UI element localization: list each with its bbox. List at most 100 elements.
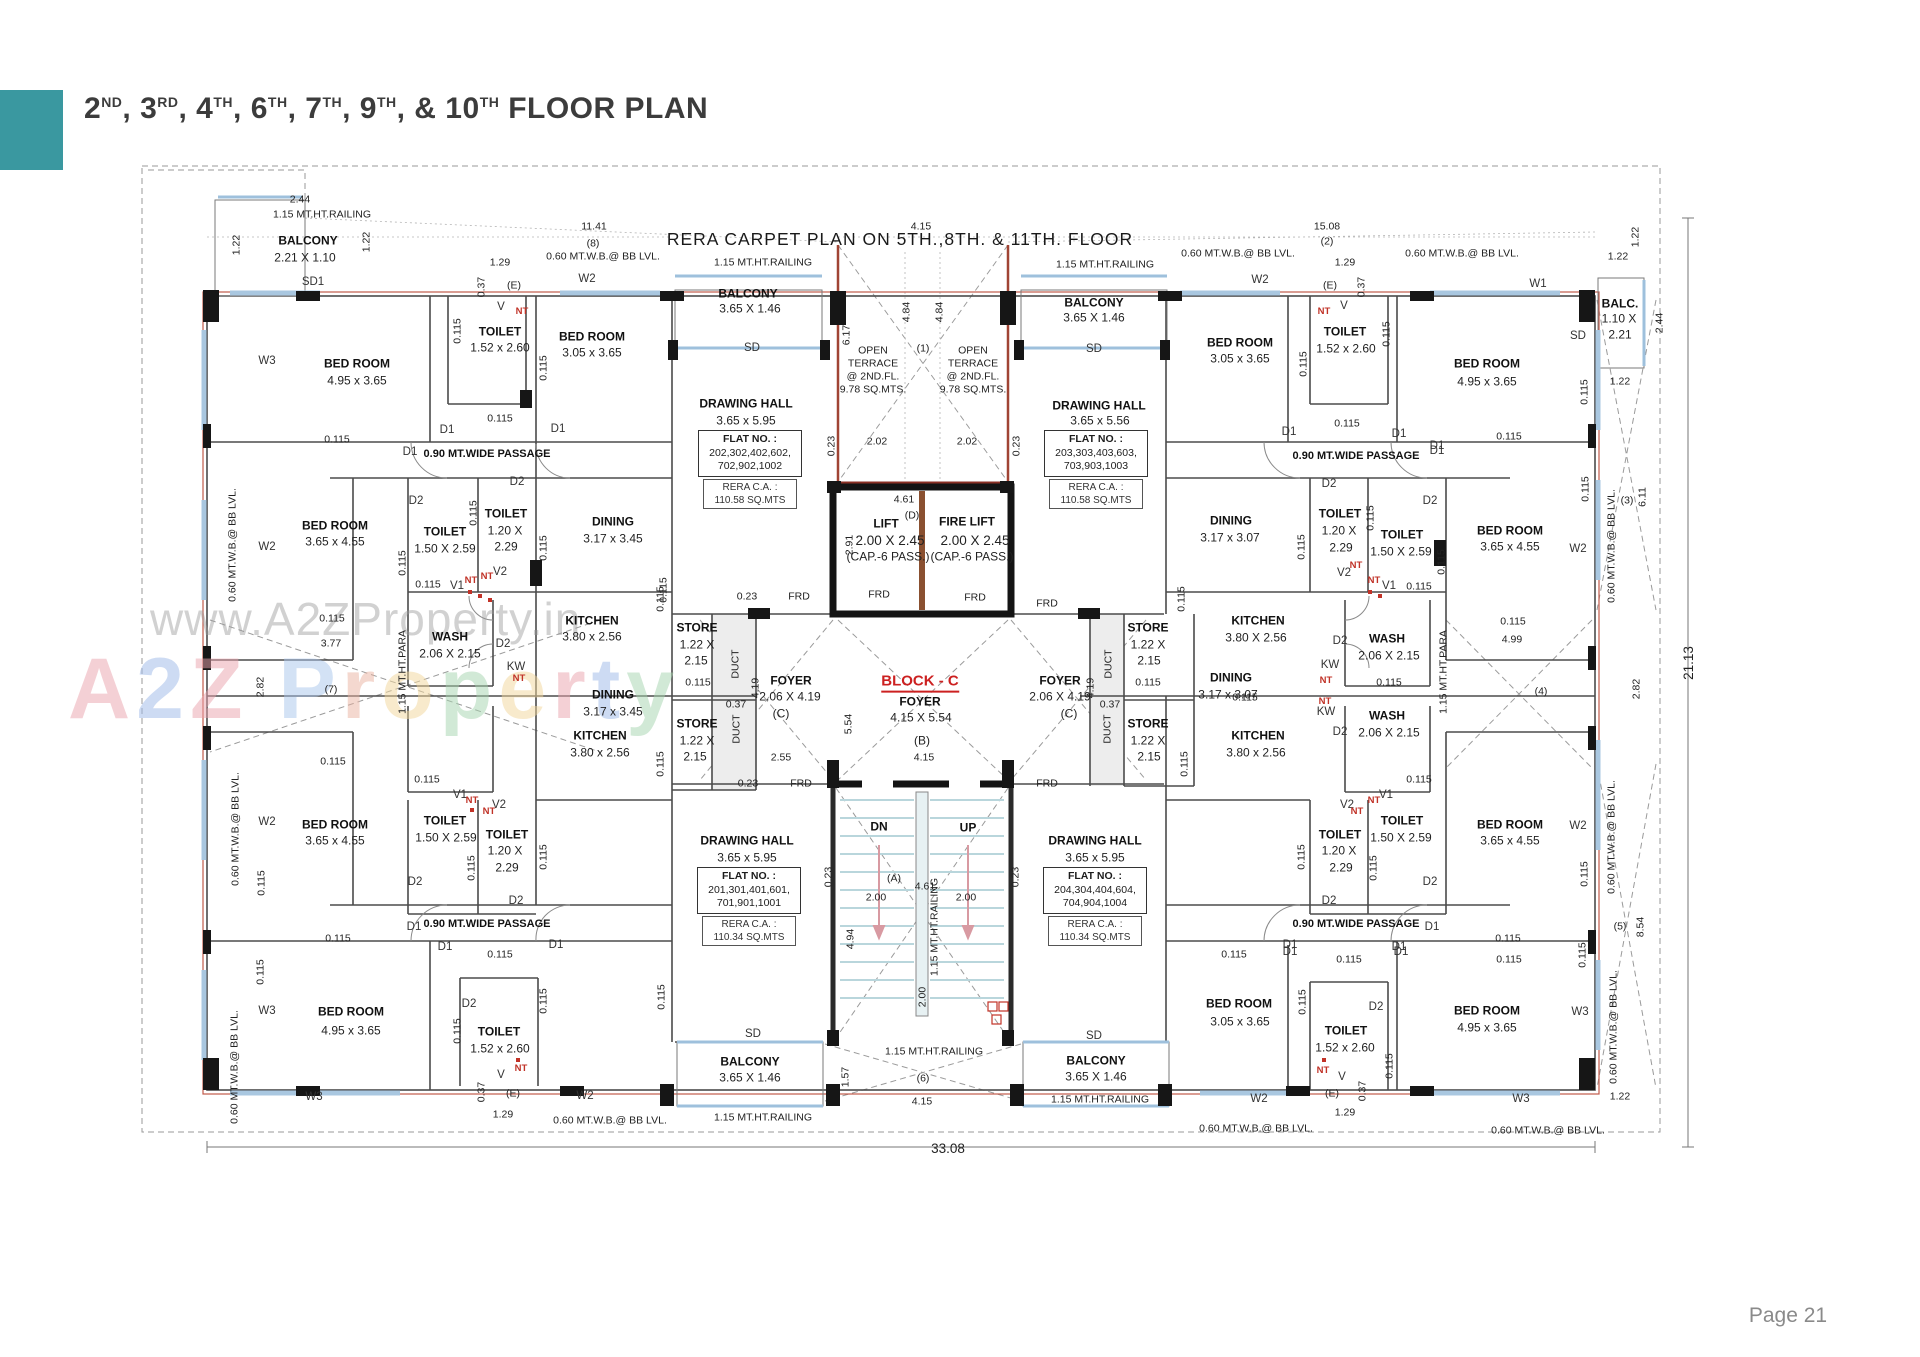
- plan-label: (2): [1320, 235, 1334, 248]
- plan-label: (B): [914, 733, 930, 748]
- plan-label: 0.115: [1383, 1053, 1396, 1079]
- watermark-letter: e: [498, 641, 553, 737]
- plan-label: 0.115: [1576, 942, 1589, 968]
- plan-label: D2: [1332, 634, 1348, 647]
- plan-label: WASH: [432, 629, 468, 644]
- plan-label: 0.60 MT.W.B.@ BB LVL.: [1605, 489, 1618, 603]
- plan-label: W3: [258, 354, 276, 367]
- plan-label: 0.115: [325, 932, 351, 945]
- plan-label: 0.115: [415, 578, 441, 591]
- plan-label: 0.115: [1495, 932, 1521, 945]
- plan-label: 3.65 X 1.46: [719, 1070, 781, 1085]
- plan-label: NT: [1367, 575, 1381, 587]
- plan-label: 3.17 x 3.45: [583, 531, 643, 546]
- plan-label: TOILET: [1318, 827, 1362, 842]
- plan-label: 2.06 X 2.15: [1358, 725, 1420, 740]
- plan-label: BED ROOM: [324, 356, 390, 371]
- plan-label: 0.90 MT.WIDE PASSAGE: [1292, 450, 1420, 463]
- plan-label: 15.08: [1313, 220, 1341, 233]
- plan-label: 4.95 x 3.65: [327, 373, 387, 388]
- plan-label: 33.08: [931, 1140, 965, 1156]
- plan-label: 0.90 MT.WIDE PASSAGE: [423, 448, 551, 461]
- plan-label: BALC.: [1601, 296, 1639, 311]
- plan-label: 1.29: [489, 256, 511, 269]
- watermark-letter: p: [439, 641, 499, 737]
- plan-label: SD: [1570, 329, 1586, 342]
- plan-label: (D): [904, 509, 920, 522]
- watermark-letter: r: [341, 641, 382, 737]
- plan-label: 2.55: [770, 751, 792, 764]
- plan-label: DRAWING HALL: [699, 396, 793, 411]
- plan-label: TOILET: [484, 506, 528, 521]
- plan-label: TOILET: [1323, 324, 1367, 339]
- plan-label: 3.65 x 5.95: [717, 850, 777, 865]
- plan-label: 3.05 x 3.65: [1210, 351, 1270, 366]
- plan-label: 4.61: [893, 493, 915, 506]
- plan-label: NT: [1319, 675, 1333, 687]
- watermark-letter: o: [381, 641, 440, 737]
- plan-label: 0.115: [1578, 379, 1591, 405]
- plan-label: 2.06 X 4.19: [759, 689, 821, 704]
- plan-label: D1: [1391, 940, 1407, 953]
- plan-label: V: [497, 300, 505, 313]
- plan-label: 1.52 x 2.60: [470, 340, 530, 355]
- plan-label: D1: [1393, 945, 1409, 958]
- plan-label: D1: [406, 920, 422, 933]
- plan-label: 0.23: [1010, 435, 1023, 457]
- plan-label: 0.23: [737, 777, 759, 790]
- plan-label: KITCHEN: [1231, 728, 1285, 743]
- plan-label: RERA CARPET PLAN ON 5TH.,8TH. & 11TH. FL…: [666, 228, 1134, 249]
- plan-label: 9.78 SQ.MTS.: [939, 383, 1007, 396]
- plan-label: 0.115: [1406, 580, 1432, 593]
- plan-label: 4.94: [844, 928, 857, 950]
- plan-label: @ 2ND.FL.: [946, 370, 1000, 383]
- plan-label: 5.54: [842, 713, 855, 735]
- plan-label: 0.37: [475, 1081, 488, 1103]
- plan-label: BALCONY: [718, 286, 778, 301]
- plan-label: FRD: [868, 588, 890, 601]
- plan-label: 2.29: [495, 860, 519, 875]
- plan-label: 1.52 x 2.60: [1316, 341, 1376, 356]
- watermark-brand: A2Z Property: [68, 640, 680, 739]
- plan-label: BALCONY: [1064, 295, 1124, 310]
- plan-label: 1.22 X: [679, 637, 715, 652]
- plan-label: 0.60 MT.W.B.@ BB LVL.: [1491, 1124, 1605, 1137]
- plan-label: BED ROOM: [1454, 356, 1520, 371]
- plan-label: 3.65 x 4.55: [1480, 833, 1540, 848]
- plan-label: 2.02: [956, 435, 978, 448]
- plan-label: W3: [1571, 1005, 1589, 1018]
- plan-label: 0.115: [1406, 773, 1432, 786]
- plan-label: 4.19: [1084, 677, 1097, 699]
- plan-label: NT: [514, 1063, 528, 1075]
- plan-label: TOILET: [1380, 813, 1424, 828]
- plan-label: 0.115: [320, 755, 346, 768]
- plan-label: 0.115: [451, 318, 464, 344]
- plan-label: D1: [1282, 945, 1298, 958]
- plan-label: D1: [1429, 444, 1445, 457]
- plan-label: DUCT: [1101, 714, 1114, 744]
- plan-label: 2.82: [254, 676, 267, 698]
- plan-label: TOILET: [478, 324, 522, 339]
- plan-label: 1.29: [1334, 1106, 1356, 1119]
- plan-label: 3.17 x 3.07: [1198, 687, 1258, 702]
- plan-label: V1: [449, 579, 465, 592]
- plan-label: 2.00: [955, 891, 977, 904]
- plan-label: 1.20 X: [1321, 523, 1357, 538]
- plan-label: 0.115: [1334, 417, 1360, 430]
- plan-label: (E): [1323, 279, 1337, 292]
- plan-label: 2.02: [866, 435, 888, 448]
- title-accent-square: [0, 90, 63, 170]
- plan-label: 1.10 X: [1601, 311, 1637, 326]
- plan-label: 0.37: [1099, 698, 1121, 711]
- plan-label: 1.15 MT.HT.RAILING: [1050, 1093, 1150, 1106]
- plan-label: D2: [1321, 477, 1337, 490]
- plan-label: DINING: [592, 687, 634, 702]
- plan-label: 1.50 X 2.59: [415, 830, 477, 845]
- plan-label: (CAP.-6 PASS.): [930, 549, 1014, 564]
- plan-label: 3.65 X 1.46: [1063, 310, 1125, 325]
- plan-label: 2.29: [494, 539, 518, 554]
- plan-label: D2: [509, 475, 525, 488]
- plan-label: 0.115: [324, 433, 350, 446]
